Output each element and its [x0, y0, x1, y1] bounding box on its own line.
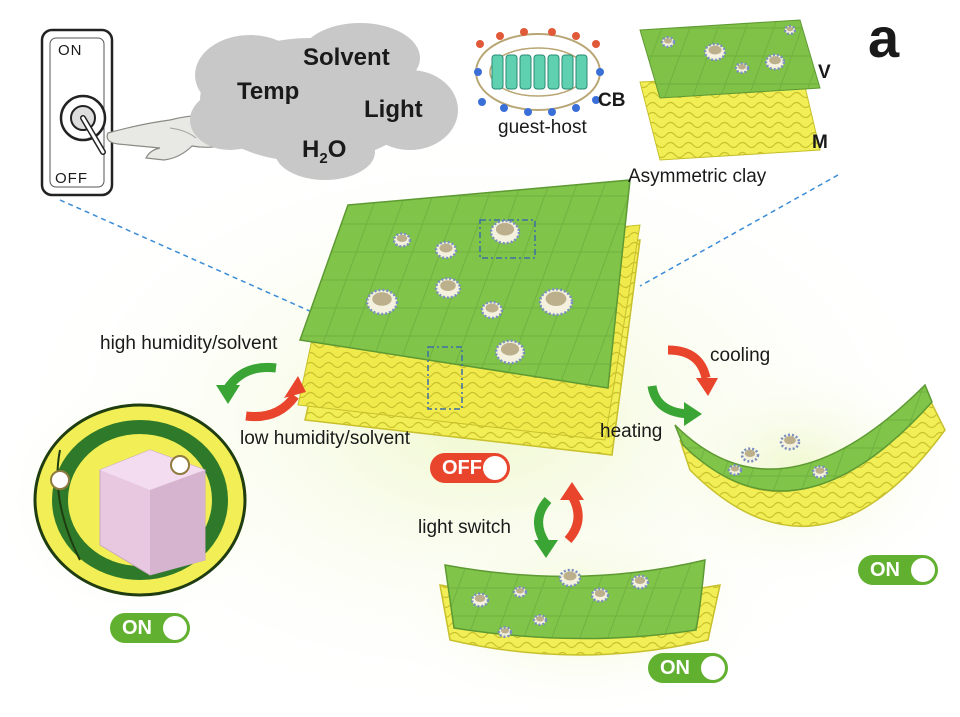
atom: [478, 98, 486, 106]
atom: [592, 96, 600, 104]
atom: [500, 104, 508, 112]
toggle-off-center: OFF: [430, 453, 510, 483]
center-pore-hole: [495, 222, 515, 236]
atom: [592, 40, 600, 48]
cycle-arrows-left: [216, 362, 306, 422]
light-switch-label: light switch: [418, 517, 511, 538]
cb-molecule-icon: [474, 28, 604, 116]
stimulus-solvent: Solvent: [303, 44, 390, 71]
heating-label: heating: [600, 421, 663, 442]
center-pore-hole: [500, 342, 520, 356]
atom: [548, 28, 556, 36]
right-pore-hole: [744, 449, 756, 457]
atom: [476, 40, 484, 48]
center-pore-hole: [545, 291, 567, 306]
inset-pore-hole: [664, 38, 672, 44]
toggle-on-bottom: ON: [648, 653, 728, 683]
panel-label: a: [868, 6, 900, 69]
glycoluril-unit: [519, 54, 532, 90]
stimulus-light: Light: [364, 96, 423, 123]
bottom-pore-hole: [536, 616, 544, 622]
inset-pore-hole: [769, 56, 781, 65]
high-humidity-label: high humidity/solvent: [100, 333, 278, 354]
asymmetric-clay-inset: [639, 19, 821, 161]
glycoluril-unit: [561, 54, 574, 90]
asymmetric-clay-label: Asymmetric clay: [628, 166, 767, 187]
bottom-pore-hole: [634, 576, 646, 585]
dashed-line-right: [639, 174, 839, 287]
stimulus-h2o: H2O: [302, 136, 347, 167]
atom: [524, 108, 532, 116]
glycoluril-unit: [491, 54, 504, 90]
stimuli-cloud: [190, 23, 458, 180]
bottom-pore-hole: [474, 594, 486, 603]
atom: [520, 28, 528, 36]
right-pore-hole: [731, 466, 739, 472]
glycoluril-unit: [575, 54, 588, 90]
bottom-pore-hole: [594, 589, 606, 598]
bottom-pore-hole: [563, 571, 577, 581]
rolled-tube-left: [33, 403, 247, 597]
switch-off-label: OFF: [55, 170, 88, 187]
toggle-on-right: ON: [858, 555, 938, 585]
glycoluril-unit: [533, 54, 546, 90]
atom: [474, 68, 482, 76]
switch-on-label: ON: [58, 42, 83, 59]
center-pore-hole: [372, 292, 392, 306]
m-label: M: [812, 132, 828, 153]
cycle-arrows-right: [647, 345, 718, 426]
bottom-pore-hole: [516, 588, 524, 594]
atom: [596, 68, 604, 76]
right-pore-hole: [815, 467, 825, 474]
wall-switch-icon: [40, 28, 114, 197]
low-humidity-label: low humidity/solvent: [240, 428, 411, 449]
central-clay-film: [297, 179, 641, 456]
bent-film-right: [674, 383, 946, 528]
cycle-arrows-bottom: [534, 482, 584, 558]
glycoluril-unit: [505, 54, 518, 90]
glycoluril-unit: [547, 54, 560, 90]
cooling-label: cooling: [710, 345, 771, 366]
center-pore-hole: [440, 280, 456, 291]
toggle-on-left: ON: [110, 613, 190, 643]
atom: [548, 108, 556, 116]
guest-host-label: guest-host: [498, 117, 587, 138]
inset-pore-hole: [786, 26, 794, 32]
stimulus-temp: Temp: [237, 78, 300, 105]
dashed-line-left: [59, 199, 313, 313]
center-pore-hole: [485, 303, 499, 313]
atom: [572, 104, 580, 112]
cb-label: CB: [598, 90, 626, 111]
inset-pore-hole: [708, 45, 722, 55]
inset-pore-hole: [738, 64, 746, 70]
center-pore-hole: [396, 234, 408, 242]
bottom-pore-hole: [501, 628, 509, 634]
curved-film-bottom: [439, 559, 721, 656]
atom: [496, 32, 504, 40]
v-label: V: [818, 62, 831, 83]
center-pore-hole: [439, 243, 453, 253]
right-pore-hole: [784, 436, 796, 445]
atom: [572, 32, 580, 40]
